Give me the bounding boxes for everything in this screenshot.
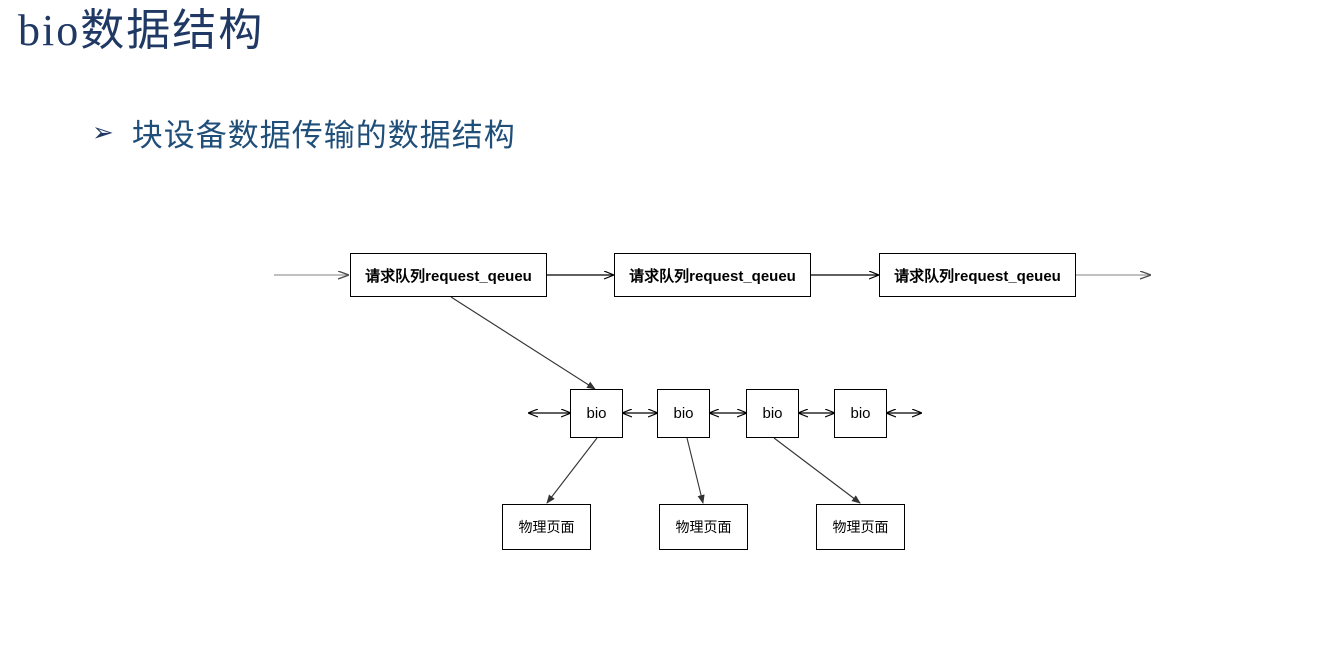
connector-bio2-page2 xyxy=(686,437,705,504)
physical-page-node-2[interactable]: 物理页面 xyxy=(659,504,748,550)
bio-node-1[interactable]: bio xyxy=(570,389,623,438)
connector-bio1-page1 xyxy=(546,437,598,504)
bio-label: bio xyxy=(673,405,694,422)
bullet-item-label: 块设备数据传输的数据结构 xyxy=(131,118,516,153)
bio-node-3[interactable]: bio xyxy=(746,389,799,438)
request-queue-label: 请求队列request_qeueu xyxy=(894,267,1061,285)
arrow-bullet-icon: ➢ xyxy=(92,116,114,147)
request-queue-node-2[interactable]: 请求队列request_qeueu xyxy=(614,253,811,297)
connector-rq1-bio1 xyxy=(450,296,596,390)
physical-page-label: 物理页面 xyxy=(832,519,889,535)
request-queue-label: 请求队列request_qeueu xyxy=(365,267,532,285)
bullet-item: ➢ 块设备数据传输的数据结构 xyxy=(92,110,516,155)
bio-label: bio xyxy=(586,405,607,422)
connector-bio3-page3 xyxy=(773,437,861,504)
request-queue-node-3[interactable]: 请求队列request_qeueu xyxy=(879,253,1076,297)
physical-page-node-1[interactable]: 物理页面 xyxy=(502,504,591,550)
physical-page-label: 物理页面 xyxy=(675,519,732,535)
bio-label: bio xyxy=(762,405,783,422)
request-queue-node-1[interactable]: 请求队列request_qeueu xyxy=(350,253,547,297)
physical-page-label: 物理页面 xyxy=(518,519,575,535)
request-queue-label: 请求队列request_qeueu xyxy=(629,267,796,285)
physical-page-node-3[interactable]: 物理页面 xyxy=(816,504,905,550)
bio-node-4[interactable]: bio xyxy=(834,389,887,438)
page-title: bio数据结构 xyxy=(18,6,265,55)
bio-node-2[interactable]: bio xyxy=(657,389,710,438)
bio-label: bio xyxy=(850,405,871,422)
